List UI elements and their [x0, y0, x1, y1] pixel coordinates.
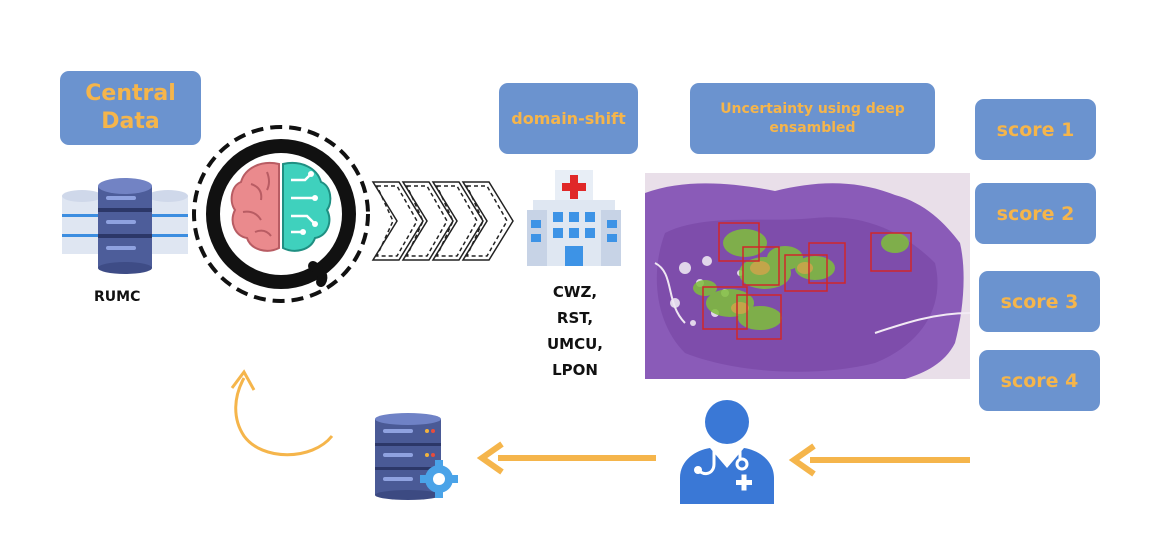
- hospital-umcu: UMCU,: [547, 335, 603, 353]
- curved-arrow-icon: [230, 369, 334, 457]
- hospital-list: CWZ, RST, UMCU, LPON: [535, 279, 615, 383]
- score-3-box: score 3: [979, 271, 1100, 332]
- domain-shift-box: domain-shift: [499, 83, 638, 154]
- arrow-doctor-to-database: [476, 441, 656, 475]
- uncertainty-box: Uncertainty using deep ensambled: [690, 83, 935, 154]
- brain-icon: [192, 125, 370, 303]
- hospital-lpon: LPON: [552, 361, 598, 379]
- database-gear-icon: [375, 413, 458, 500]
- hospital-cwz: CWZ,: [552, 283, 598, 301]
- pathology-slide-image: [645, 173, 971, 379]
- hospital-rst: RST,: [556, 309, 594, 327]
- hospital-icon: [527, 170, 621, 266]
- arrow-score-to-doctor: [788, 443, 970, 477]
- rumc-label: RUMC: [94, 289, 141, 305]
- score-4-box: score 4: [979, 350, 1100, 411]
- central-data-box: Central Data: [60, 71, 201, 145]
- database-icon: [62, 178, 188, 274]
- doctor-icon: [680, 400, 774, 504]
- score-1-box: score 1: [975, 99, 1096, 160]
- score-2-box: score 2: [975, 183, 1096, 244]
- chevron-arrows-icon: [371, 181, 514, 261]
